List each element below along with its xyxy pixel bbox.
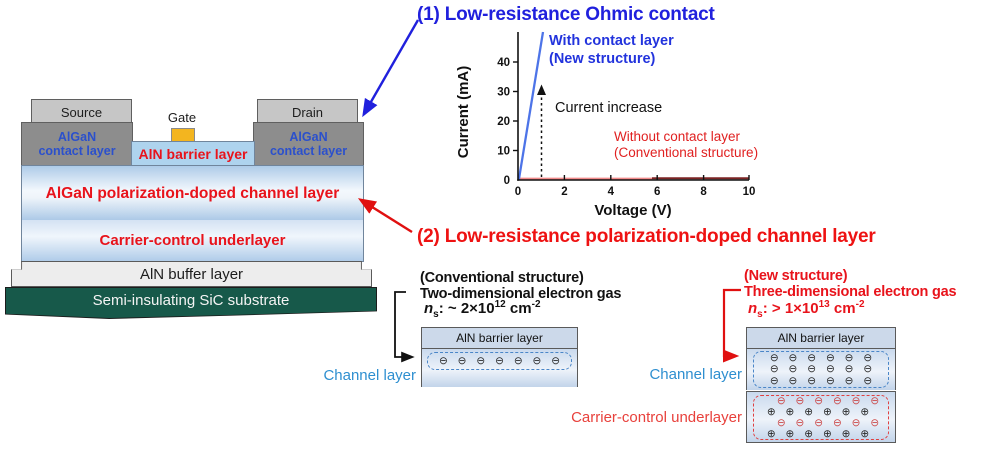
- channel-layer: AlGaN polarization-doped channel layer: [21, 165, 364, 222]
- new-structure-underlayer-box: ⊖ ⊖ ⊖ ⊖ ⊖ ⊖ ⊕ ⊕ ⊕ ⊕ ⊕ ⊕ ⊖ ⊖ ⊖ ⊖ ⊖ ⊖ ⊕ ⊕ …: [746, 391, 896, 443]
- x-tick-label: 6: [654, 186, 660, 198]
- conventional-heading-line2: Two-dimensional electron gas: [420, 286, 622, 302]
- new-barrier-header: AlN barrier layer: [747, 328, 895, 349]
- drain-label: Drain: [291, 104, 324, 120]
- new-ns-value: ns: > 1×1013 cm-2: [748, 299, 865, 320]
- electron-row: ⊖ ⊖ ⊖ ⊖ ⊖ ⊖ ⊖: [438, 354, 561, 367]
- ns-exponent: 12: [494, 299, 506, 310]
- y-tick-label: 10: [497, 146, 510, 158]
- x-axis-title: Voltage (V): [594, 202, 671, 219]
- contact-layer-right: AlGaN contact layer: [253, 122, 364, 167]
- conventional-channel-layer-label: Channel layer: [323, 367, 416, 384]
- new-carrier-region: ⊖ ⊖ ⊖ ⊖ ⊖ ⊖ ⊕ ⊕ ⊕ ⊕ ⊕ ⊕ ⊖ ⊖ ⊖ ⊖ ⊖ ⊖ ⊕ ⊕ …: [753, 395, 889, 440]
- barrier-layer-label: AlN barrier layer: [138, 146, 248, 162]
- x-tick-label: 8: [700, 186, 707, 198]
- x-tick-label: 0: [515, 186, 521, 198]
- iv-chart: 0 10 20 30 40 0 2 4 6 8 10 Voltage (V) C…: [455, 31, 758, 219]
- new-barrier-label: AlN barrier layer: [777, 331, 865, 345]
- sic-substrate-label: Semi-insulating SiC substrate: [92, 292, 290, 309]
- conventional-barrier-label: AlN barrier layer: [456, 331, 543, 345]
- new-underlayer-region: ⊖ ⊖ ⊖ ⊖ ⊖ ⊖ ⊕ ⊕ ⊕ ⊕ ⊕ ⊕ ⊖ ⊖ ⊖ ⊖ ⊖ ⊖ ⊕ ⊕ …: [747, 392, 895, 442]
- hole-row: ⊕ ⊕ ⊕ ⊕ ⊕ ⊕: [766, 406, 870, 418]
- ns-value: : > 1×10: [762, 300, 819, 317]
- contact-layer-left: AlGaN contact layer: [21, 122, 133, 167]
- channel-layer-label: AlGaN polarization-doped channel layer: [45, 184, 340, 202]
- conventional-barrier-header: AlN barrier layer: [422, 328, 577, 349]
- buffer-layer-label: AlN buffer layer: [139, 265, 244, 283]
- buffer-layer-fill: AlN buffer layer: [12, 262, 371, 286]
- y-tick-label: 40: [497, 57, 510, 69]
- new-structure-heading: (New structure) Three-dimensional electr…: [744, 268, 957, 300]
- electron-row: ⊖ ⊖ ⊖ ⊖ ⊖ ⊖: [769, 351, 873, 364]
- legend-red-line1: Without contact layer: [614, 129, 741, 144]
- new-underlayer-label: Carrier-control underlayer: [571, 409, 742, 426]
- barrier-layer: AlN barrier layer: [131, 141, 255, 167]
- ns-symbol: n: [424, 300, 434, 317]
- electron-row-red: ⊖ ⊖ ⊖ ⊖ ⊖ ⊖: [776, 395, 880, 407]
- carrier-control-underlayer-label: Carrier-control underlayer: [99, 232, 286, 249]
- y-axis-title: Current (mA): [455, 66, 472, 159]
- sic-substrate: Semi-insulating SiC substrate: [5, 287, 377, 319]
- y-tick-label: 30: [497, 87, 510, 99]
- new-channel-region: ⊖ ⊖ ⊖ ⊖ ⊖ ⊖ ⊖ ⊖ ⊖ ⊖ ⊖ ⊖ ⊖ ⊖ ⊖ ⊖ ⊖ ⊖: [747, 349, 895, 390]
- connector-2deg: [394, 291, 415, 363]
- ns-unit: cm: [505, 300, 532, 317]
- conventional-heading-line1: (Conventional structure): [420, 270, 584, 286]
- current-increase-label: Current increase: [555, 100, 662, 116]
- new-structure-channel-box: AlN barrier layer ⊖ ⊖ ⊖ ⊖ ⊖ ⊖ ⊖ ⊖ ⊖ ⊖ ⊖ …: [746, 327, 896, 390]
- buffer-layer: AlN buffer layer: [11, 261, 372, 287]
- electron-row: ⊖ ⊖ ⊖ ⊖ ⊖ ⊖: [769, 374, 873, 387]
- new-3deg-region: ⊖ ⊖ ⊖ ⊖ ⊖ ⊖ ⊖ ⊖ ⊖ ⊖ ⊖ ⊖ ⊖ ⊖ ⊖ ⊖ ⊖ ⊖: [753, 351, 889, 388]
- source-electrode: Source: [31, 99, 132, 125]
- ns-symbol: n: [748, 300, 758, 317]
- new-channel-layer-label: Channel layer: [649, 366, 742, 383]
- connector-3deg: [722, 288, 741, 363]
- electron-row: ⊖ ⊖ ⊖ ⊖ ⊖ ⊖: [769, 363, 873, 375]
- hole-row: ⊕ ⊕ ⊕ ⊕ ⊕ ⊕: [766, 428, 870, 440]
- x-tick-label: 2: [561, 186, 567, 198]
- ns-value: : ~ 2×10: [438, 300, 495, 317]
- arrow-section2-to-channel-layer: [357, 198, 413, 234]
- section2-title: (2) Low-resistance polarization-doped ch…: [417, 226, 876, 247]
- ns-subscript: s: [757, 309, 763, 320]
- ns-exponent: 13: [818, 299, 830, 310]
- x-tick-label: 4: [608, 186, 615, 198]
- y-tick-label: 20: [497, 116, 510, 128]
- ns-unit-exponent: -2: [531, 299, 541, 310]
- legend-blue-line1: With contact layer: [549, 33, 674, 49]
- ns-subscript: s: [433, 309, 439, 320]
- electron-row-red: ⊖ ⊖ ⊖ ⊖ ⊖ ⊖: [776, 417, 880, 429]
- x-tick-label: 10: [743, 186, 756, 198]
- ns-unit: cm: [829, 300, 856, 317]
- gate-label: Gate: [167, 110, 197, 125]
- conventional-heading: (Conventional structure) Two-dimensional…: [420, 270, 621, 302]
- section1-title: (1) Low-resistance Ohmic contact: [417, 4, 715, 25]
- conventional-ns-value: ns: ~ 2×1012 cm-2: [424, 299, 541, 320]
- blue-iv-line: [517, 31, 545, 181]
- carrier-control-underlayer: Carrier-control underlayer: [21, 220, 364, 262]
- source-label: Source: [60, 104, 103, 120]
- contact-layer-right-line2: contact layer: [269, 143, 348, 158]
- new-structure-heading-line2: Three-dimensional electron gas: [744, 284, 957, 300]
- conventional-2deg-region: ⊖ ⊖ ⊖ ⊖ ⊖ ⊖ ⊖: [427, 352, 572, 370]
- sic-substrate-fill: Semi-insulating SiC substrate: [6, 288, 376, 318]
- legend-blue-line2: (New structure): [549, 51, 656, 67]
- arrow-section1-to-contact-layer: [362, 19, 420, 118]
- contact-layer-left-line1: AlGaN: [57, 130, 97, 144]
- contact-layer-right-line1: AlGaN: [289, 130, 328, 144]
- conventional-structure-box: AlN barrier layer ⊖ ⊖ ⊖ ⊖ ⊖ ⊖ ⊖: [421, 327, 578, 387]
- y-tick-label: 0: [504, 175, 510, 187]
- legend-red-line2: (Conventional structure): [614, 145, 758, 160]
- contact-layer-left-line2: contact layer: [38, 143, 116, 158]
- ns-unit-exponent: -2: [855, 299, 865, 310]
- new-structure-heading-line1: (New structure): [744, 268, 848, 284]
- conventional-channel-region: ⊖ ⊖ ⊖ ⊖ ⊖ ⊖ ⊖: [422, 349, 577, 387]
